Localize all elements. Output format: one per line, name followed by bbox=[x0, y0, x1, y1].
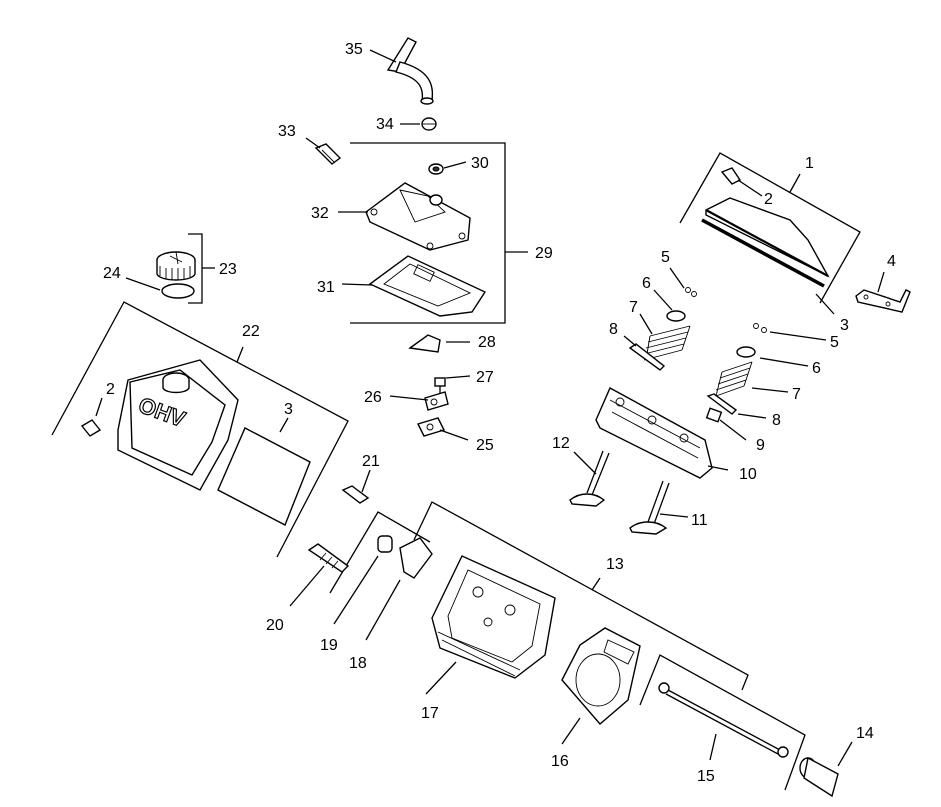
callout-5-lower: 5 bbox=[830, 334, 839, 351]
valve-spring-7-lower-part bbox=[715, 361, 753, 397]
callout-22: 22 bbox=[242, 323, 260, 340]
valve-keepers-5-upper-part bbox=[685, 287, 697, 297]
leader-lines bbox=[95, 49, 885, 767]
screw-21-part bbox=[341, 485, 370, 504]
lifting-strap-26-part bbox=[424, 391, 449, 411]
stud-20-part bbox=[307, 543, 350, 573]
callout-34: 34 bbox=[376, 116, 394, 133]
callout-33: 33 bbox=[278, 123, 296, 140]
breather-tube-part bbox=[386, 37, 434, 105]
callout-6-upper: 6 bbox=[642, 275, 651, 292]
callout-8-upper: 8 bbox=[609, 321, 618, 338]
callout-10: 10 bbox=[739, 466, 757, 483]
callout-25: 25 bbox=[476, 437, 494, 454]
rocker-18-part bbox=[399, 537, 433, 579]
nut-part bbox=[428, 163, 444, 175]
callout-18: 18 bbox=[349, 655, 367, 672]
callout-4: 4 bbox=[887, 253, 896, 270]
callout-12: 12 bbox=[552, 435, 570, 452]
callout-30: 30 bbox=[471, 155, 489, 172]
bracket-15 bbox=[639, 654, 806, 791]
callout-9: 9 bbox=[756, 437, 765, 454]
valve-cap-9-part bbox=[705, 407, 723, 423]
callout-7-upper: 7 bbox=[629, 299, 638, 316]
callout-6-lower: 6 bbox=[812, 360, 821, 377]
callout-13: 13 bbox=[606, 556, 624, 573]
tappet-part bbox=[799, 756, 839, 798]
callout-20: 20 bbox=[266, 617, 284, 634]
callout-29: 29 bbox=[535, 245, 553, 262]
push-rod-part bbox=[658, 682, 789, 758]
cover-gasket-part bbox=[217, 427, 311, 526]
o-ring-part bbox=[161, 283, 195, 299]
callout-2-left: 2 bbox=[106, 381, 115, 398]
callout-8-lower: 8 bbox=[772, 412, 781, 429]
valve-seal-8-upper-part bbox=[628, 343, 666, 371]
valve-seal-8-lower-part bbox=[706, 393, 738, 415]
cylinder-head-part bbox=[431, 555, 556, 679]
spring-retainer-6-upper-part bbox=[666, 310, 686, 322]
valve-12-part bbox=[569, 450, 610, 507]
head-gasket-part bbox=[561, 627, 641, 725]
rocker-cover-part bbox=[705, 197, 830, 278]
valve-11-part bbox=[629, 480, 670, 535]
hose-clamp-part bbox=[421, 117, 437, 131]
callout-3-left: 3 bbox=[284, 401, 293, 418]
callout-11: 11 bbox=[691, 512, 708, 529]
breather-cover-part bbox=[365, 182, 471, 251]
callout-16: 16 bbox=[551, 753, 569, 770]
bracket-4-part bbox=[855, 289, 911, 313]
screw-2-right-part bbox=[720, 167, 742, 185]
callout-19: 19 bbox=[320, 637, 338, 654]
spacer-19-part bbox=[377, 535, 393, 553]
seal-part bbox=[408, 334, 441, 353]
valve-keepers-5-lower-part bbox=[753, 323, 767, 333]
callout-17: 17 bbox=[421, 705, 439, 722]
breather-gasket-part bbox=[368, 255, 487, 317]
oil-fill-cap-part bbox=[156, 251, 196, 281]
lifting-strap-25-part bbox=[417, 417, 445, 437]
callout-5-upper: 5 bbox=[661, 249, 670, 266]
callout-24: 24 bbox=[103, 265, 121, 282]
gasket-strip-part bbox=[701, 218, 825, 288]
callout-27: 27 bbox=[476, 369, 494, 386]
callout-2-right: 2 bbox=[764, 191, 773, 208]
spring-retainer-6-lower-part bbox=[736, 346, 756, 358]
valve-cover-part: OHV bbox=[117, 359, 239, 491]
callout-3-right: 3 bbox=[840, 317, 849, 334]
callout-14: 14 bbox=[856, 725, 874, 742]
bracket-13 bbox=[413, 501, 749, 691]
callout-23: 23 bbox=[219, 261, 237, 278]
callout-28: 28 bbox=[478, 334, 496, 351]
bracket-22 bbox=[51, 301, 349, 558]
callout-15: 15 bbox=[697, 768, 715, 785]
bracket-1 bbox=[679, 152, 861, 304]
screw-2-left-part bbox=[80, 419, 102, 437]
callout-1: 1 bbox=[805, 155, 814, 172]
callout-21: 21 bbox=[362, 453, 380, 470]
callout-26: 26 bbox=[364, 389, 382, 406]
callout-7-lower: 7 bbox=[792, 386, 801, 403]
callout-31: 31 bbox=[317, 279, 335, 296]
callout-32: 32 bbox=[311, 205, 329, 222]
bracket-29 bbox=[350, 142, 506, 324]
fitting-part bbox=[314, 143, 342, 165]
rocker-assembly-10-part bbox=[595, 387, 713, 479]
callout-35: 35 bbox=[345, 41, 363, 58]
callout-labels: 1 2 3 4 5 6 7 8 9 10 11 12 13 14 15 16 1… bbox=[103, 41, 896, 785]
